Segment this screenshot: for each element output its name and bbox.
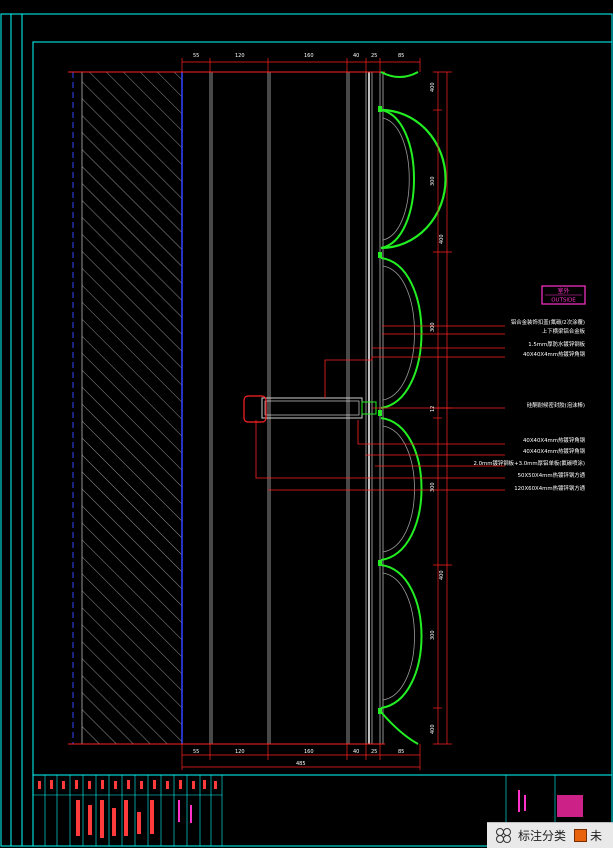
truncated-label: 未: [590, 829, 603, 843]
dim-top-5: 25: [371, 53, 377, 59]
annotation-6: 40X40X4mm热镀锌角钢: [523, 436, 585, 444]
dim-bottom-2: 120: [235, 749, 245, 755]
annotation-1: 铝合金装饰扣盖(氟碳/2次涂覆): [511, 318, 585, 326]
leader-lines: [255, 325, 505, 491]
wall-hatch: [82, 72, 182, 744]
annotation-7: 40X40X4mm热镀锌角钢: [523, 447, 585, 455]
dim-bottom-5: 25: [371, 749, 377, 755]
right-dimension: [433, 71, 452, 745]
dim-top-2: 120: [235, 53, 245, 59]
outside-stamp-en: OUTSIDE: [551, 298, 576, 304]
scallop-panels: [380, 71, 447, 745]
layer-lines: [209, 72, 384, 744]
outside-stamp: 室外 OUTSIDE: [541, 285, 586, 305]
dim-bottom-3: 160: [304, 749, 314, 755]
steel-bracket: [243, 395, 377, 423]
dim-top-4: 40: [353, 53, 359, 59]
layer-color-swatch[interactable]: [574, 829, 588, 842]
annotation-category-label[interactable]: 标注分类: [518, 829, 567, 843]
dim-top-1: 55: [193, 53, 199, 59]
annotation-5: 硅酮耐候密封胶(泡沫棒): [527, 401, 585, 409]
title-block: [33, 774, 612, 846]
annotation-4: 40X40X4mm热镀锌角钢: [523, 350, 585, 358]
joint-marks: [378, 106, 382, 714]
dim-right-9: 400: [430, 724, 436, 734]
annotations: 铝合金装饰扣盖(氟碳/2次涂覆) 上下横梁铝合金板 1.5mm厚防水镀锌钢板 4…: [473, 318, 585, 492]
dim-right-2: 300: [430, 176, 436, 186]
dim-right-1: 400: [430, 82, 436, 92]
outside-stamp-cn: 室外: [557, 287, 569, 295]
dim-right-4: 300: [430, 322, 436, 332]
bottom-dimension: [181, 744, 421, 770]
annotation-category-icon: [496, 827, 512, 844]
dim-right-7: 400: [439, 570, 445, 580]
dim-bottom-total: 485: [296, 761, 306, 767]
annotation-category-panel[interactable]: 标注分类 未: [487, 822, 613, 848]
dim-right-3: 400: [439, 234, 445, 244]
annotation-2: 上下横梁铝合金板: [542, 327, 586, 335]
right-dim-labels: 400 300 400 300 12 300 400 300 400: [430, 82, 445, 734]
dim-right-6: 300: [430, 482, 436, 492]
dim-bottom-6: 85: [398, 749, 404, 755]
annotation-9: 50X50X4mm热镀锌钢方通: [518, 471, 586, 479]
annotation-3: 1.5mm厚防水镀锌钢板: [528, 340, 585, 348]
dim-top-3: 160: [304, 53, 314, 59]
dim-right-5: 12: [430, 406, 436, 412]
dim-bottom-4: 40: [353, 749, 359, 755]
drawing-frame: [32, 41, 613, 847]
dim-right-8: 300: [430, 630, 436, 640]
dim-top-6: 85: [398, 53, 404, 59]
annotation-10: 120X60X4mm热镀锌钢方通: [514, 484, 585, 492]
annotation-8: 2.0mm镀锌钢板+3.0mm厚铝单板(氟碳喷涂): [473, 459, 585, 467]
top-dimension: [181, 58, 421, 72]
dim-bottom-1: 55: [193, 749, 199, 755]
